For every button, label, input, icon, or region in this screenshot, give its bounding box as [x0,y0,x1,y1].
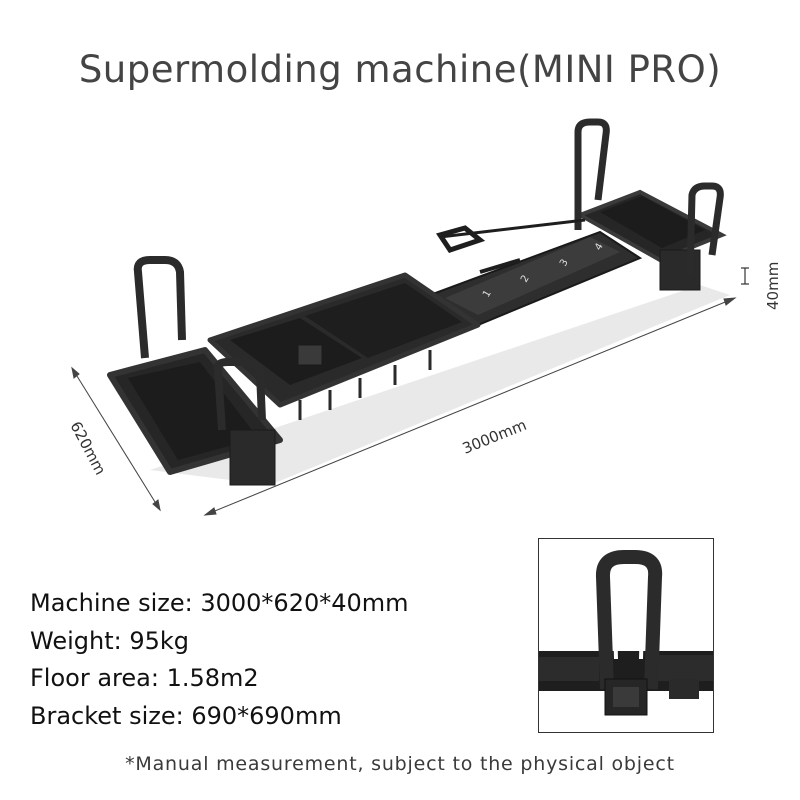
spec-list: Machine size: 3000*620*40mm Weight: 95kg… [30,585,409,735]
product-illustration: 1 2 3 4 [66,118,782,516]
width-label: 620mm [66,418,109,478]
spec-weight: Weight: 95kg [30,626,189,655]
rail-mark-4: 4 [593,241,606,252]
height-label: 40mm [764,262,782,310]
rail-track [445,237,620,315]
page-title: Supermolding machine(MINI PRO) [78,48,722,91]
near-platform [107,347,283,486]
near-handle-right [213,358,266,431]
far-handle-right [686,182,724,276]
width-dimension [71,366,161,512]
height-dimension [741,267,749,285]
spec-machine-size: Machine size: 3000*620*40mm [30,589,409,617]
length-dimension [203,297,737,516]
rail-mark-1: 1 [481,288,494,299]
far-handle-left [574,118,610,230]
rail-mark-2: 2 [519,273,532,284]
floor-shadow [150,285,730,485]
handle-detail-image [539,550,713,716]
footnote: *Manual measurement, subject to the phys… [125,753,675,775]
far-platform [575,189,727,291]
handle-detail-inset [538,538,714,733]
rail-mark-3: 3 [558,257,571,268]
rail-markings: 1 2 3 4 [481,241,606,299]
near-handle-left [133,256,186,359]
length-label: 3000mm [460,416,529,458]
resistance-strap [436,218,586,274]
spec-bracket-size: Bracket size: 690*690mm [30,701,342,730]
spec-floor-area: Floor area: 1.58m2 [30,664,259,692]
main-carriage [207,272,481,420]
